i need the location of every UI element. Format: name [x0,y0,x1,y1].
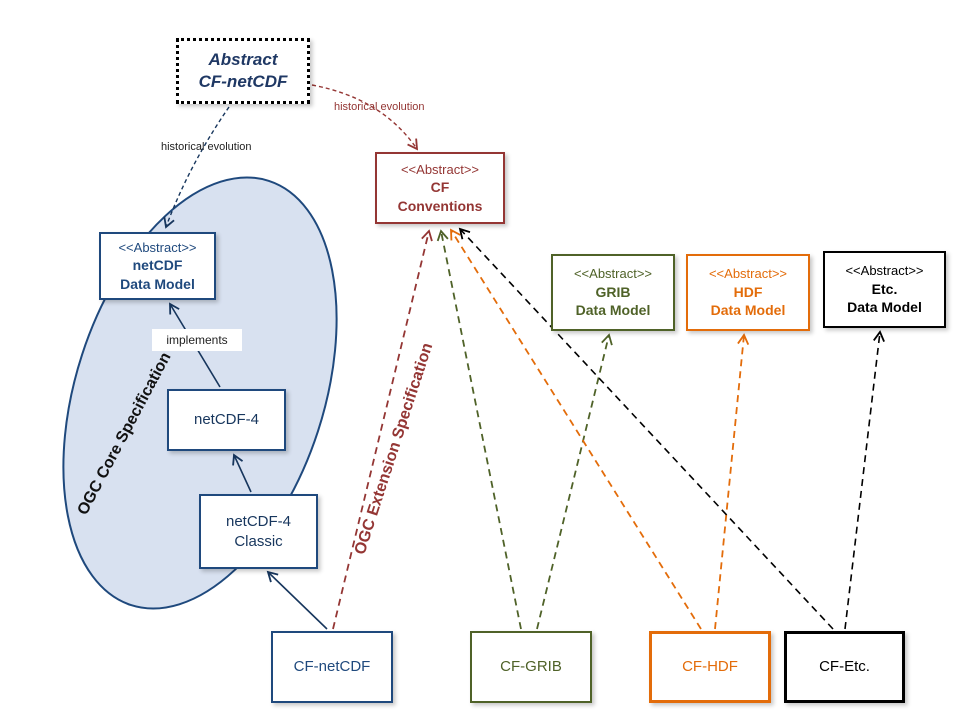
node-label: GRIB [595,283,631,300]
stereotype-label: <<Abstract>> [573,266,653,282]
node-cf-hdf: CF-HDF [649,631,771,703]
arrow-cf-hdf-to-cf-conventions [450,228,702,630]
historical-evolution-label-top: historical evolution [334,101,425,113]
stereotype-label: <<Abstract>> [400,161,480,177]
node-label: Conventions [397,197,483,214]
node-label: CF-Etc. [819,658,870,676]
node-label: netCDF-4 [225,512,292,530]
node-cf-grib: CF-GRIB [470,631,592,703]
arrow-cf-netcdf-to-netcdf-4-classic [266,570,328,630]
node-label: CF-netCDF [198,72,288,91]
stereotype-label: <<Abstract>> [708,266,788,282]
node-label: Data Model [120,275,195,292]
arrow-abstract-to-netcdf-data-model [163,106,230,229]
node-cf-conventions: <<Abstract>> CF Conventions [375,152,505,224]
historical-evolution-label-left: historical evolution [161,141,252,153]
arrow-cf-hdf-to-hdf-data-model [714,333,750,630]
node-cf-netcdf: CF-netCDF [271,631,393,703]
stereotype-label: <<Abstract>> [845,263,924,279]
node-label: Classic [234,532,283,550]
node-label: Data Model [575,302,651,319]
node-label: netCDF-4 [193,411,260,429]
arrow-cf-grib-to-cf-conventions [436,229,522,630]
node-label: CF-netCDF [293,658,371,676]
node-label: Data Model [847,299,922,316]
arrow-netcdf-4-classic-to-netcdf-4 [232,453,252,493]
implements-label: implements [152,329,242,351]
node-label: Data Model [710,302,786,319]
arrow-cf-grib-to-grib-data-model [536,333,613,630]
node-label: Abstract [208,49,278,69]
node-cf-etc: CF-Etc. [784,631,905,703]
node-netcdf-4: netCDF-4 [167,389,286,451]
node-abstract-cf-netcdf: Abstract CF-netCDF [176,38,310,104]
node-label: CF [430,179,450,196]
node-grib-data-model: <<Abstract>> GRIB Data Model [551,254,675,331]
node-netcdf-data-model: <<Abstract>> netCDF Data Model [99,232,216,300]
node-label: HDF [733,283,763,300]
node-etc-data-model: <<Abstract>> Etc. Data Model [823,251,946,328]
arrow-abstract-to-cf-conventions [311,84,419,151]
node-label: Etc. [871,280,898,297]
node-netcdf-4-classic: netCDF-4 Classic [199,494,318,569]
stereotype-label: <<Abstract>> [118,239,197,255]
node-label: CF-GRIB [500,658,562,676]
node-hdf-data-model: <<Abstract>> HDF Data Model [686,254,810,331]
arrow-cf-netcdf-to-cf-conventions [332,229,433,630]
node-label: netCDF [132,257,183,274]
arrow-cf-etc-to-etc-data-model [844,330,885,630]
node-label: CF-HDF [682,658,738,676]
